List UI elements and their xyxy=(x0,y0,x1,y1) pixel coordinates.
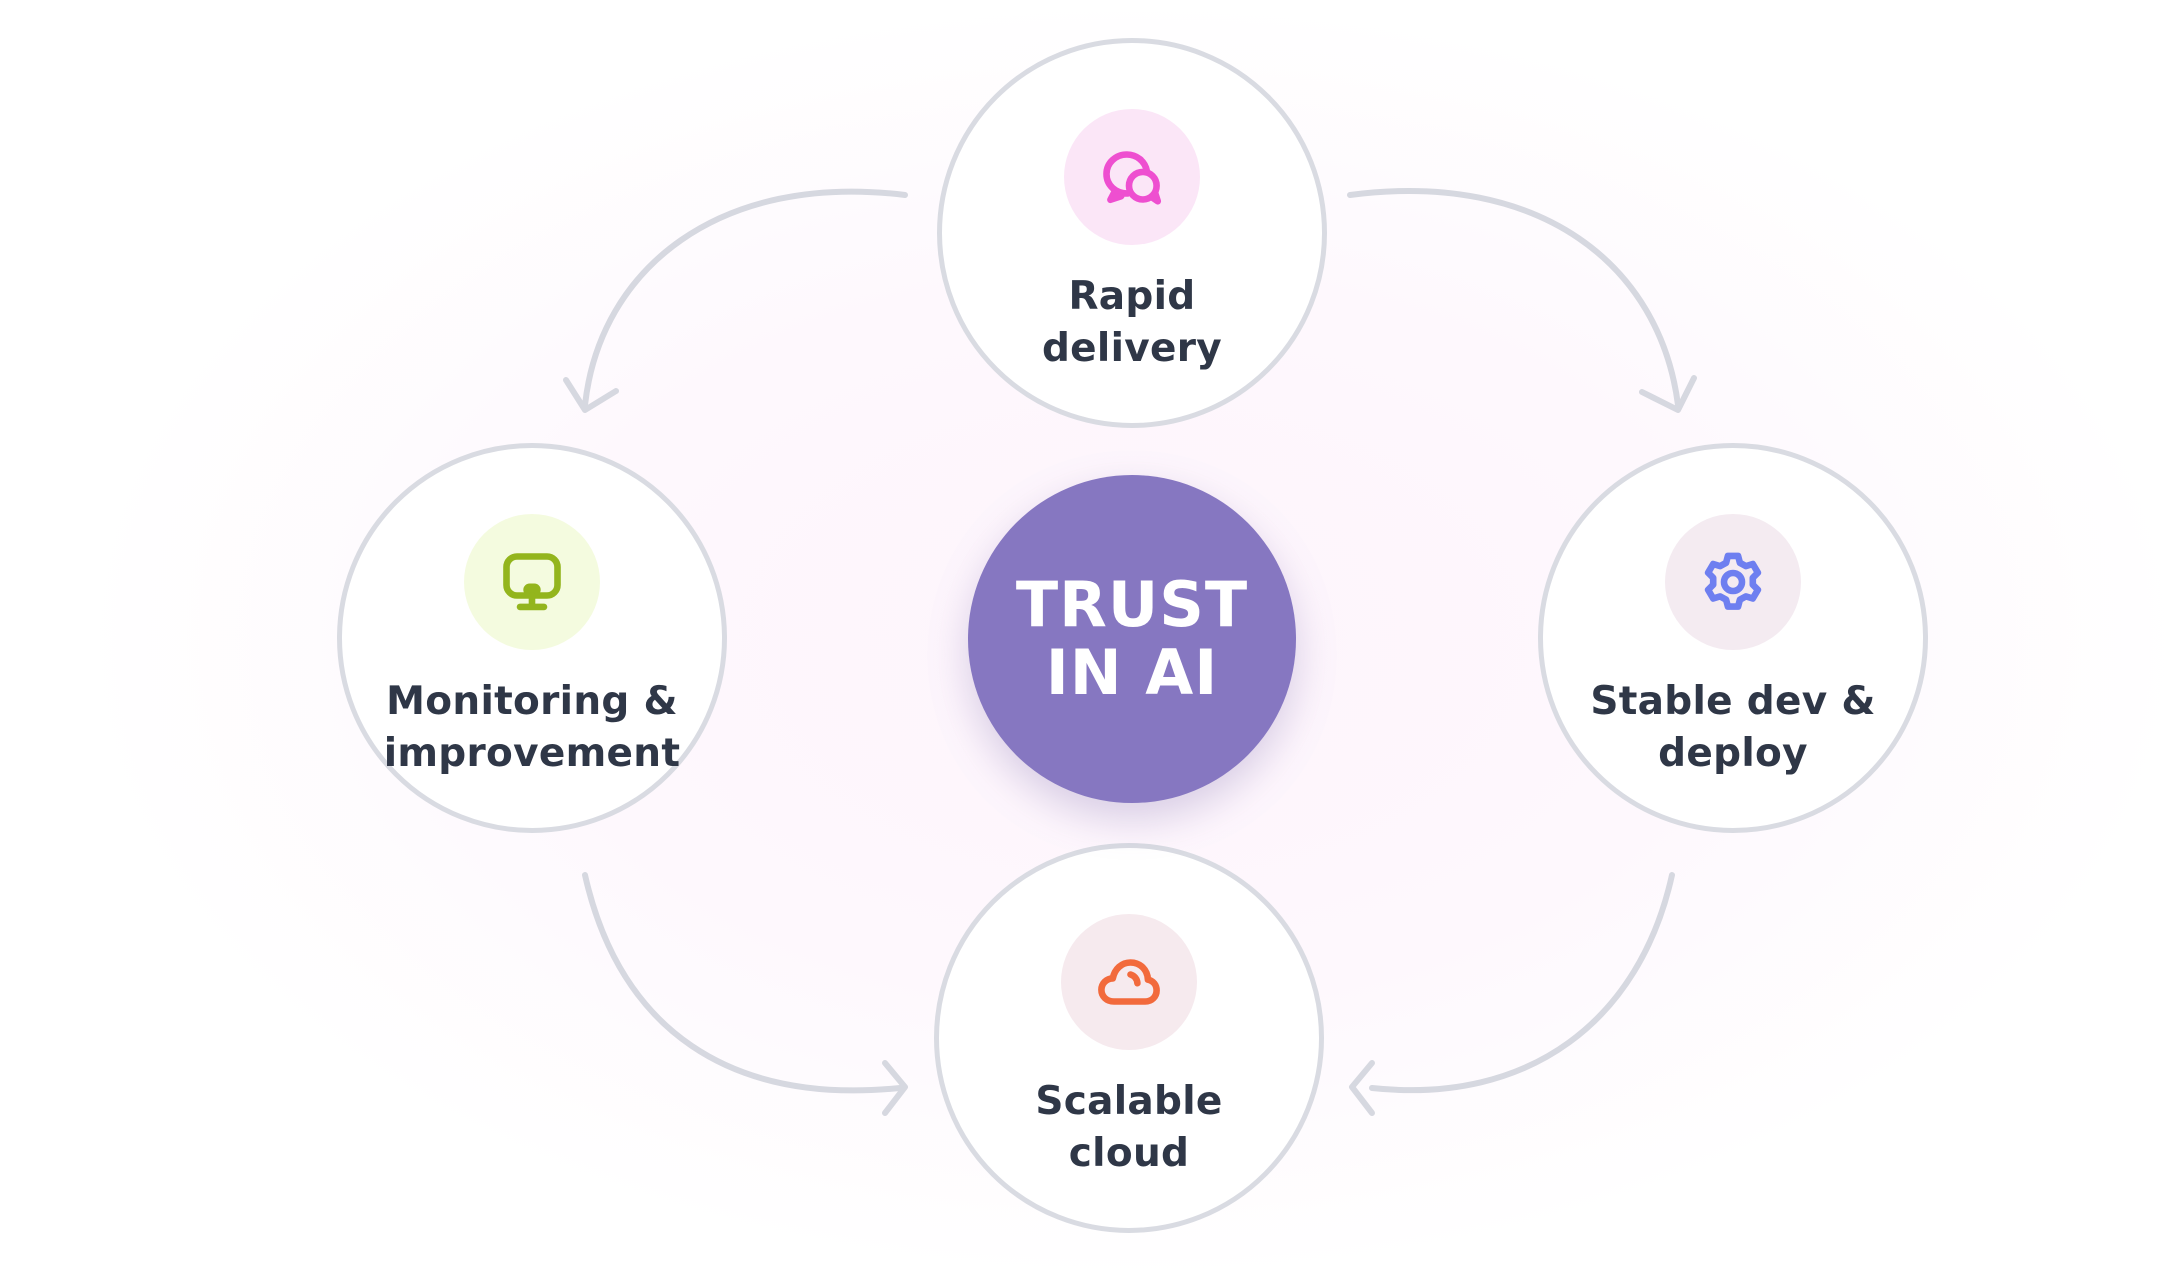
arrowhead-left-to-top xyxy=(563,377,619,413)
node-scalable-cloud: Scalable cloud xyxy=(934,843,1324,1233)
arrow-right-to-bottom xyxy=(1369,872,1675,1094)
node-label: Stable dev & deploy xyxy=(1590,679,1876,776)
icon-badge xyxy=(1665,514,1801,650)
arrow-bottom-to-left xyxy=(582,872,903,1094)
chat-bubbles-icon xyxy=(1103,151,1162,205)
icon-badge xyxy=(1061,914,1197,1050)
node-rapid-delivery: Rapid delivery xyxy=(937,38,1327,428)
gear-icon xyxy=(1704,552,1762,610)
hub-label: TRUST IN AI xyxy=(1015,568,1249,709)
node-label: Monitoring & improvement xyxy=(383,679,681,776)
node-stable-dev-deploy: Stable dev & deploy xyxy=(1538,443,1928,833)
node-label: Rapid delivery xyxy=(1041,274,1223,371)
arrowhead-bottom-to-left xyxy=(882,1060,908,1116)
arrowhead-top-to-right xyxy=(1639,375,1697,413)
arrowhead-right-to-bottom xyxy=(1349,1060,1375,1116)
arrow-left-to-top xyxy=(582,188,908,408)
icon-badge xyxy=(464,514,600,650)
node-label: Scalable cloud xyxy=(1035,1079,1223,1176)
cloud-icon xyxy=(1098,959,1160,1005)
trust-in-ai-hub: TRUST IN AI xyxy=(968,475,1296,803)
node-monitoring-improvement: Monitoring & improvement xyxy=(337,443,727,833)
arrow-top-to-right xyxy=(1347,188,1681,408)
monitor-icon xyxy=(503,553,561,611)
icon-badge xyxy=(1064,109,1200,245)
